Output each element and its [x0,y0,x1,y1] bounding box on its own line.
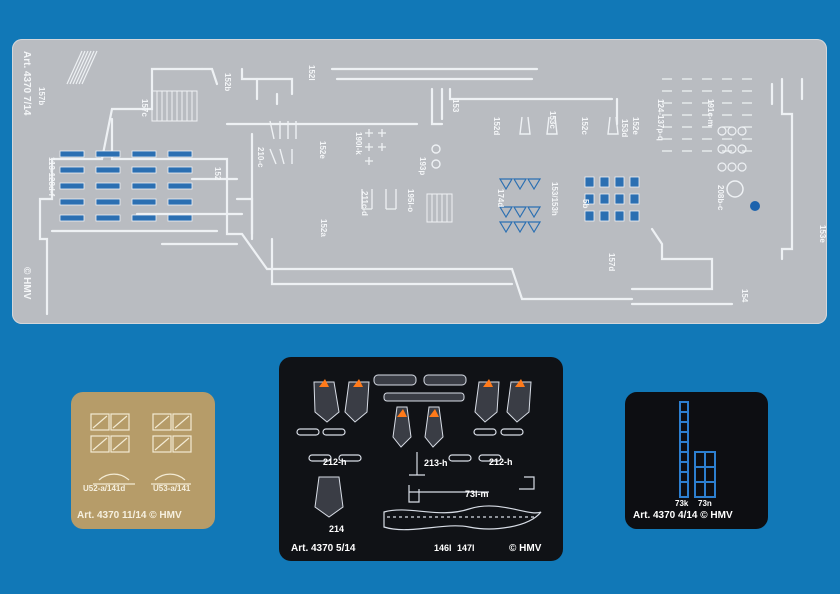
part-label: 193p [418,157,427,176]
part-label: 152a [319,219,328,237]
part-label: 157c [140,99,149,117]
fret-copyright: © HMV [21,267,32,300]
part-label: 146l [434,543,452,553]
part-label: 213-h [424,458,448,468]
part-label: 124-137p-q [656,99,665,141]
part-label: 211c-d [360,191,369,216]
fret-title: Art. 4370 5/14 [291,543,356,554]
fret-title: Art. 4370 7/14 [21,51,32,116]
part-label: 153/153h [550,182,559,216]
part-label: 190l-k [354,132,363,155]
part-label: 152e [631,117,640,135]
part-label: 214 [329,524,345,534]
part-label: 153d [620,119,629,138]
part-label: 73l-m [465,489,489,499]
fret-title: Art. 4370 11/14 © HMV [77,510,182,521]
fret-title: Art. 4370 4/14 © HMV [633,510,733,521]
fret-7-14: Art. 4370 7/14 © HMV 157b 157c 152b 152l… [12,39,827,324]
part-label: 152d [492,117,501,136]
fret-11-14-parts [90,413,192,485]
part-label: 153c [548,111,557,129]
part-label: 147l [457,543,475,553]
fret-7-14-parts [38,50,804,316]
fret-4-14-parts [679,401,716,498]
part-label: 73k [675,499,689,508]
part-label: 208b-c [716,185,725,211]
fret-4-14: 73k 73n Art. 4370 4/14 © HMV [625,392,768,529]
part-label: U53-a/141 [153,484,191,493]
part-label: 5b [581,199,590,209]
part-label: 153e [818,225,827,243]
part-label: 212-h [489,457,513,467]
fret-11-14: U52-a/141d U53-a/141 Art. 4370 11/14 © H… [71,392,215,529]
part-label: 152 [213,167,222,181]
fret-5-14-parts [296,374,542,531]
part-label: 191c-m [706,99,715,127]
part-label: 152e [318,141,327,159]
part-label: 113-128d-f [47,157,56,197]
part-label: 174d [496,189,505,208]
part-label: 157b [37,87,46,106]
part-label: 152c [580,117,589,135]
part-label: 152l [307,65,316,81]
part-label: 157d [607,253,616,272]
fret-copyright: © HMV [509,543,542,554]
part-label: 154 [740,289,749,303]
fret-5-14: 212-h 213-h 212-h 73l-m 214 146l 147l Ar… [279,357,563,561]
part-label: U52-a/141d [83,484,126,493]
part-label: 153 [451,99,460,113]
part-label: 210-c [256,147,265,168]
part-label: 195l-o [406,189,415,213]
part-label: 152b [223,73,232,92]
part-label: 73n [698,499,712,508]
part-label: 212-h [323,457,347,467]
